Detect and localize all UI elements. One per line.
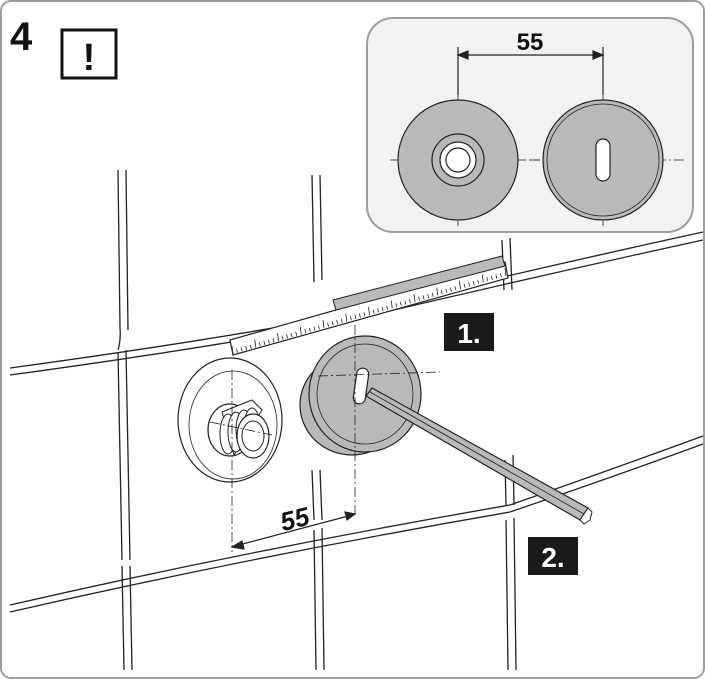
- main-dimension: [230, 511, 357, 550]
- warning-icon: !: [83, 37, 96, 79]
- inset-dimension-label: 55: [517, 29, 544, 56]
- warning-box: [60, 28, 118, 80]
- detail-inset: 55: [366, 17, 694, 233]
- left-fitting: [177, 357, 283, 552]
- rosette-right-rim: [546, 103, 660, 217]
- badge-1: 1.: [444, 313, 494, 351]
- spindle-hole: [445, 147, 471, 173]
- key-slot: [595, 138, 611, 182]
- inset-dimension: [456, 47, 605, 95]
- step-number: 4: [10, 15, 33, 59]
- hex-key: [365, 387, 593, 525]
- ruler: [229, 255, 509, 356]
- badge-2-label: 2.: [541, 542, 564, 573]
- ruler-ticks: [231, 267, 507, 355]
- badge-2: 2.: [528, 537, 578, 575]
- badge-1-label: 1.: [457, 318, 480, 349]
- right-fitting: [299, 325, 441, 515]
